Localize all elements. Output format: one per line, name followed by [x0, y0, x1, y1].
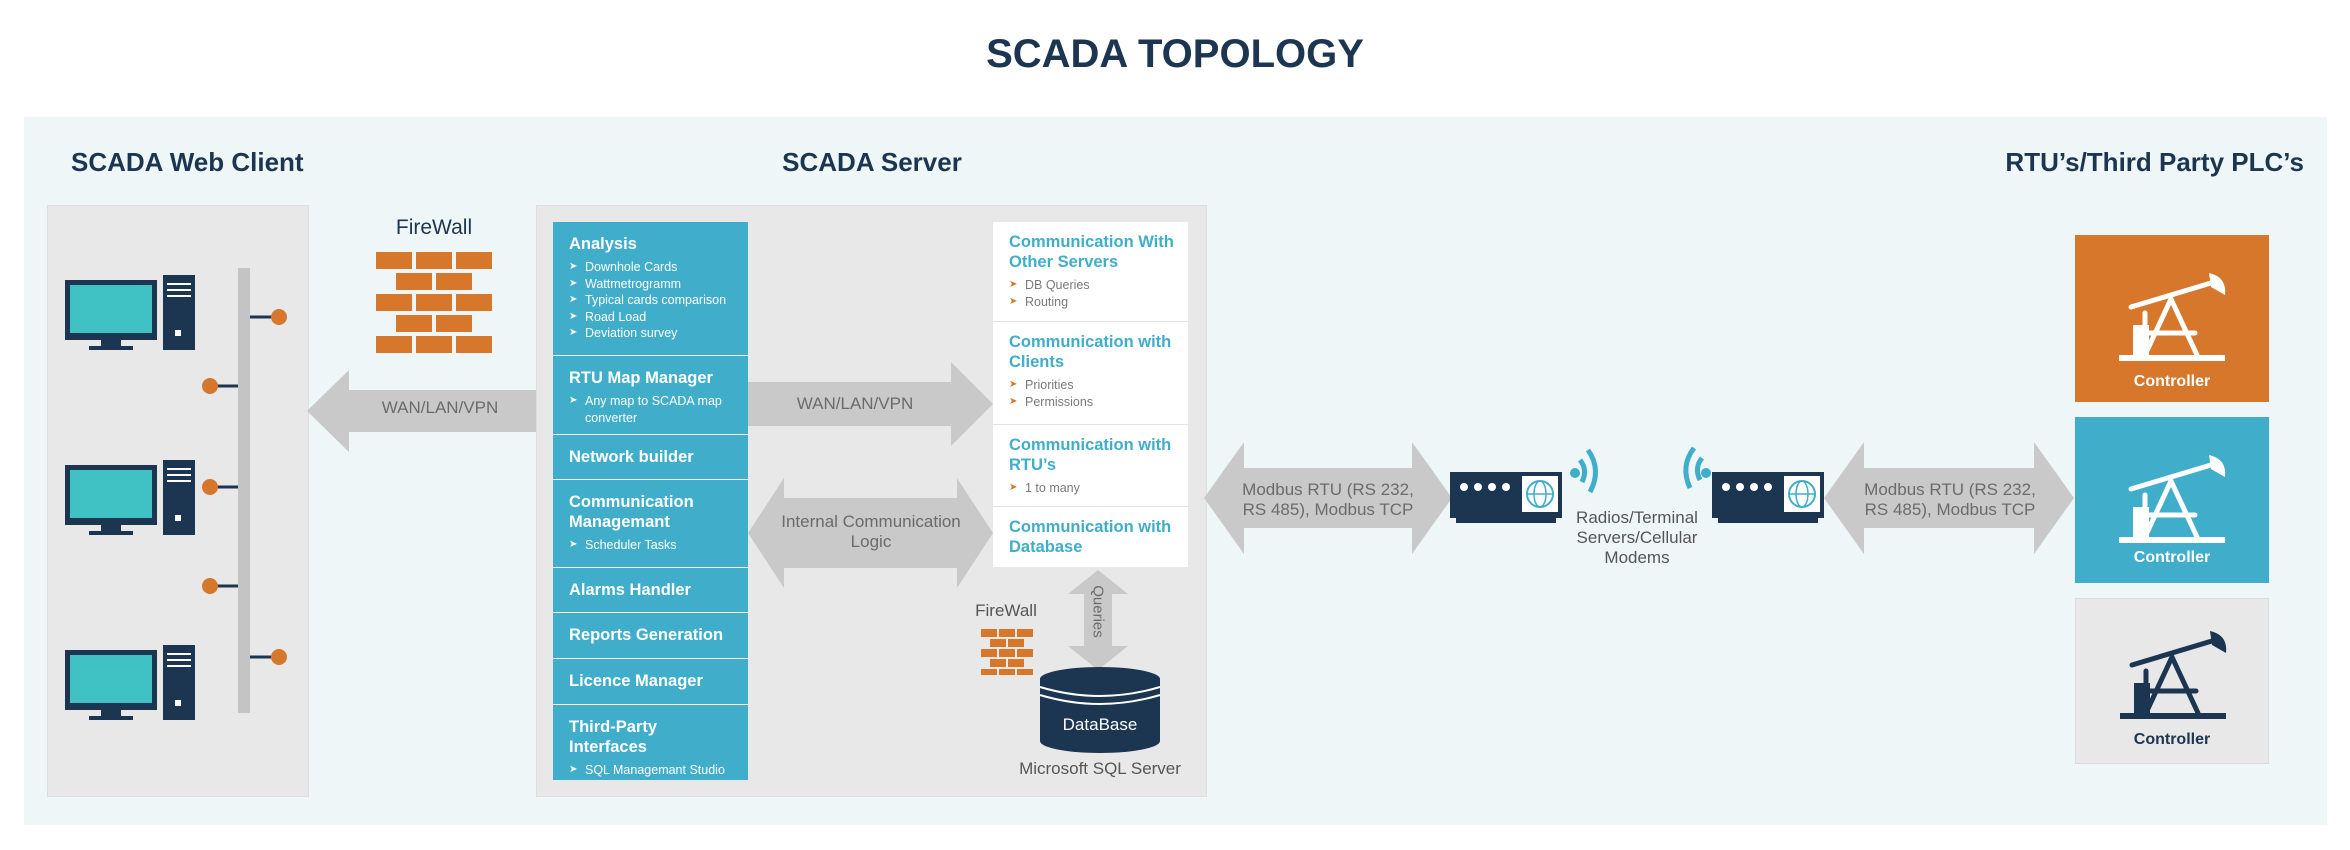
controller-card: Controller — [2075, 417, 2269, 583]
comm-title: Communication With Other Servers — [1009, 233, 1174, 271]
server-link-label: WAN/LAN/VPN — [796, 394, 914, 413]
module-title: Third-Party Interfaces — [569, 718, 658, 756]
controller-card: Controller — [2075, 235, 2269, 402]
rtu-section-title: RTU’s/Third Party PLC’s — [2005, 147, 2304, 177]
comm-title: Communication with Clients — [1009, 333, 1172, 371]
computer-icon — [65, 645, 195, 720]
firewall-icon — [376, 252, 492, 353]
module-item: Downhole Cards — [569, 259, 742, 276]
computer-icon — [65, 460, 195, 535]
network-bus — [238, 268, 250, 713]
comm-item: 1 to many — [1009, 480, 1182, 497]
module-communication-management: Communication Managemant Scheduler Tasks — [553, 480, 748, 568]
server-link-arrow — [748, 362, 993, 446]
computer-icon — [65, 275, 195, 350]
comm-database: Communication with Database — [993, 507, 1188, 567]
oil-pump-icon — [2119, 455, 2226, 543]
module-title: Licence Manager — [569, 672, 703, 690]
server-module-list: Analysis Downhole Cards Wattmetrogramm T… — [553, 222, 748, 780]
modem-icon — [1683, 446, 1824, 523]
radios-label: Radios/Terminal Servers/Cellular Modems — [1576, 508, 1698, 567]
module-alarms-handler: Alarms Handler — [553, 568, 748, 613]
database-caption: Microsoft SQL Server — [1019, 759, 1181, 778]
client-link-label: WAN/LAN/VPN — [381, 398, 499, 417]
comm-item: Priorities — [1009, 377, 1182, 394]
network-node — [202, 578, 238, 594]
module-item: Scheduler Tasks — [569, 537, 742, 554]
network-node — [202, 479, 238, 495]
oil-pump-icon — [2119, 273, 2226, 361]
modem-icon — [1450, 448, 1598, 523]
controller-label: Controller — [2133, 549, 2211, 566]
comm-title: Communication with RTU’s — [1009, 436, 1172, 474]
modbus-label-right: Modbus RTU (RS 232, RS 485), Modbus TCP — [1864, 480, 2036, 519]
oil-pump-icon — [2120, 631, 2227, 719]
module-title: Analysis — [569, 235, 637, 253]
network-node — [250, 309, 287, 325]
network-node — [250, 649, 287, 665]
modbus-arrow-left — [1204, 442, 1452, 554]
module-third-party-interfaces: Third-Party Interfaces SQL Managemant St… — [553, 705, 748, 780]
queries-arrow — [1068, 570, 1128, 670]
controller-label: Controller — [2133, 731, 2211, 748]
comm-item: Permissions — [1009, 394, 1182, 411]
database-label: DataBase — [1062, 715, 1138, 734]
page-title: SCADA TOPOLOGY — [986, 32, 1364, 76]
network-node — [202, 378, 238, 394]
module-item: Road Load — [569, 309, 742, 326]
module-rtu-map-manager: RTU Map Manager Any map to SCADA map con… — [553, 356, 748, 435]
client-section-title: SCADA Web Client — [71, 147, 304, 177]
module-item: Deviation survey — [569, 325, 742, 342]
module-title: Communication Managemant — [569, 493, 694, 531]
internal-communication-arrow — [748, 478, 993, 588]
queries-label: Queries — [1089, 585, 1107, 638]
module-item: Typical cards comparison — [569, 292, 742, 309]
comm-title: Communication with Database — [1009, 518, 1172, 556]
comm-other-servers: Communication With Other Servers DB Quer… — [993, 222, 1188, 322]
module-item: SQL Managemant Studio — [569, 762, 742, 779]
firewall-label: FireWall — [395, 216, 473, 239]
communication-module-list: Communication With Other Servers DB Quer… — [993, 222, 1188, 567]
controller-label: Controller — [2133, 373, 2211, 390]
client-network-svg — [65, 268, 287, 720]
comm-rtus: Communication with RTU’s 1 to many — [993, 425, 1188, 507]
internal-communication-label: Internal Communication Logic — [781, 512, 961, 551]
comm-item: DB Queries — [1009, 277, 1182, 294]
modbus-arrow-right — [1824, 442, 2074, 554]
module-title: RTU Map Manager — [569, 369, 713, 387]
module-licence-manager: Licence Manager — [553, 659, 748, 705]
firewall-small-icon — [981, 629, 1033, 675]
module-analysis: Analysis Downhole Cards Wattmetrogramm T… — [553, 222, 748, 356]
controller-card: Controller — [2075, 598, 2269, 764]
module-title: Alarms Handler — [569, 581, 691, 599]
database-icon — [1039, 667, 1161, 753]
module-title: Network builder — [569, 448, 694, 466]
module-item: Any map to SCADA map converter — [569, 393, 742, 426]
comm-item: Routing — [1009, 294, 1182, 311]
module-reports-generation: Reports Generation — [553, 613, 748, 659]
comm-clients: Communication with Clients Priorities Pe… — [993, 322, 1188, 425]
server-section-title: SCADA Server — [782, 147, 962, 177]
modbus-label-left: Modbus RTU (RS 232, RS 485), Modbus TCP — [1242, 480, 1414, 519]
client-server-arrow — [307, 370, 557, 452]
module-network-builder: Network builder — [553, 435, 748, 480]
module-title: Reports Generation — [569, 626, 724, 644]
firewall-small-label: FireWall — [975, 601, 1037, 620]
module-item: Wattmetrogramm — [569, 276, 742, 293]
